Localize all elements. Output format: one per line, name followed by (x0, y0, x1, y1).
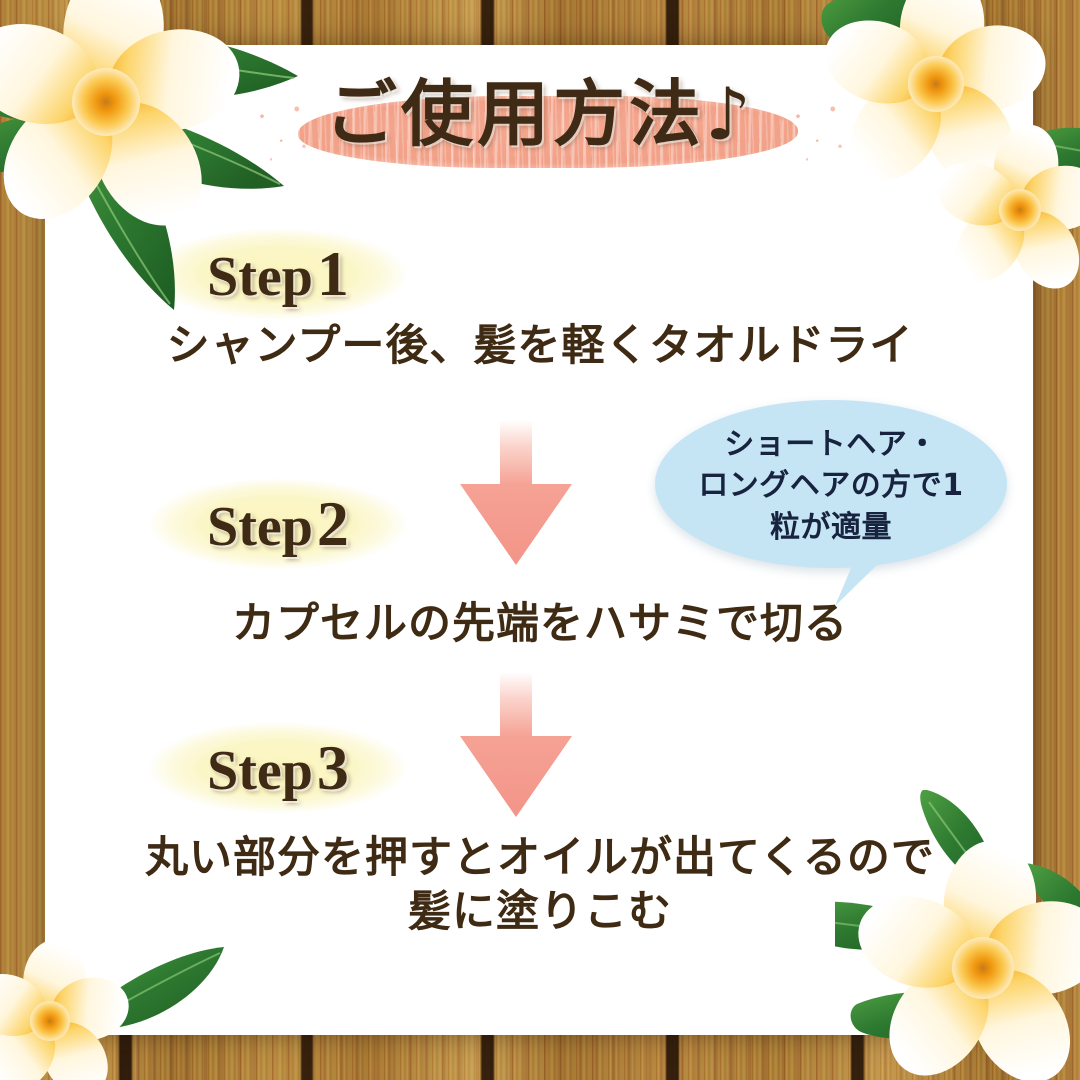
speech-bubble-line-3: 粒が適量 (770, 509, 892, 545)
arrow-step1-to-step2-icon (456, 420, 576, 570)
step-3-body-line-2: 髪に塗りこむ (408, 886, 672, 937)
speech-bubble-line-2: ロングヘアの方で1 (698, 468, 964, 504)
step-2-oval (148, 478, 408, 570)
page-title-text: ご使用方法♪ (325, 72, 755, 156)
speech-bubble-line-1: ショートヘア・ (724, 427, 938, 462)
speech-bubble-text: ショートヘア・ ロングヘアの方で1 粒が適量 (669, 424, 993, 548)
step-2-number: 2 (316, 488, 349, 559)
step-3-prefix: Step (207, 740, 313, 802)
step-1-prefix: Step (207, 246, 313, 308)
speech-bubble-tail (805, 528, 925, 608)
step-2-prefix: Step (207, 496, 313, 558)
step-1-badge: Step1 (148, 228, 408, 320)
step-3-oval (148, 722, 408, 814)
speech-bubble: ショートヘア・ ロングヘアの方で1 粒が適量 (655, 400, 1007, 606)
step-3-label-text: Step3 (207, 731, 349, 805)
step-1-number: 1 (316, 238, 349, 309)
step-3-badge: Step3 (148, 722, 408, 814)
page-title: ご使用方法♪ (0, 78, 1080, 168)
step-1-label-text: Step1 (207, 237, 349, 311)
step-2-label-text: Step2 (207, 487, 349, 561)
step-1-oval (148, 228, 408, 320)
step-3-body-text: 丸い部分を押すとオイルが出てくるので 髪に塗りこむ (100, 832, 980, 940)
step-1-body-text: シャンプー後、髪を軽くタオルドライ (166, 321, 914, 371)
step-3-body-line-1: 丸い部分を押すとオイルが出てくるので (145, 833, 935, 883)
arrow-step2-to-step3-icon (456, 672, 576, 822)
step-2-badge: Step2 (148, 478, 408, 570)
step-2-body-text: カプセルの先端をハサミで切る (232, 599, 848, 649)
step-3-number: 3 (316, 732, 349, 803)
